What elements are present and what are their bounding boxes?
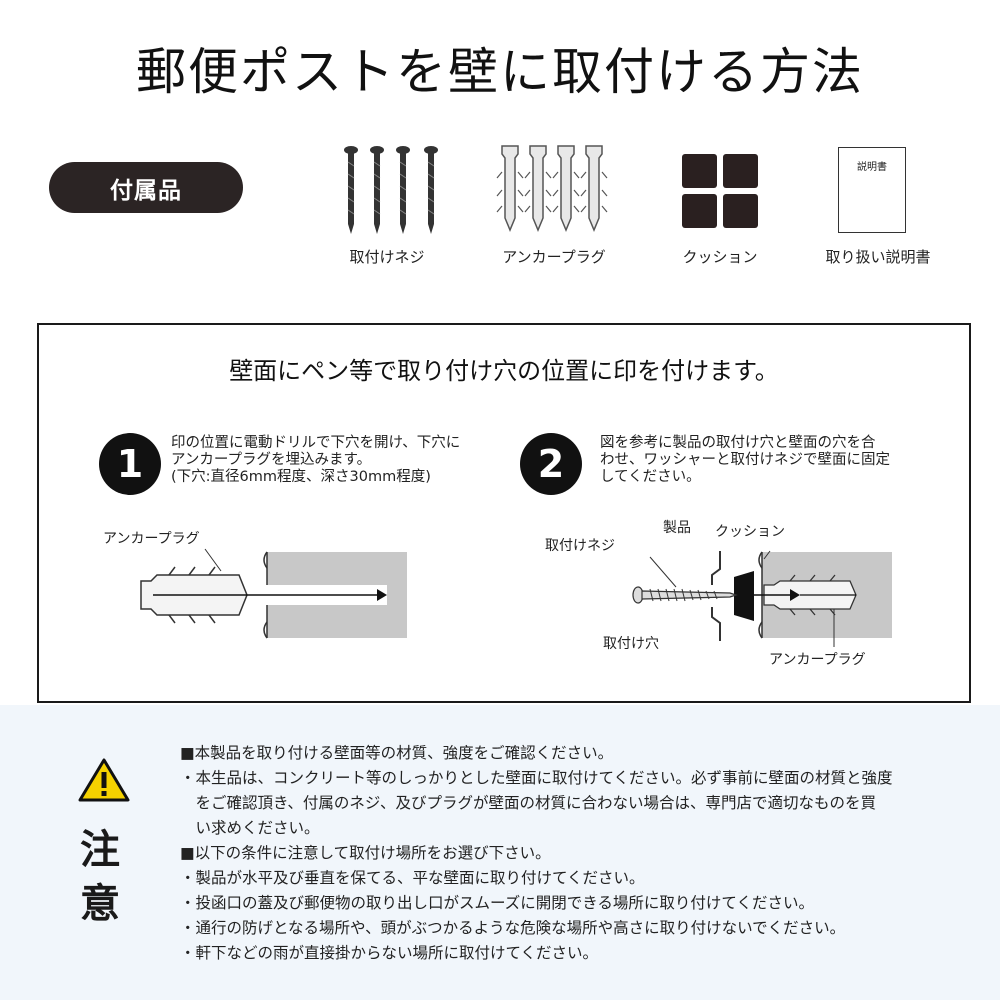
caution-line: い求めください。: [180, 819, 320, 837]
diagram2-screw: [632, 586, 738, 604]
step-1-line: アンカープラグを埋込みます。: [171, 452, 372, 468]
step-1-number: 1: [99, 433, 161, 495]
diagram2-leader-line: [763, 550, 771, 560]
step-1-text: 印の位置に電動ドリルで下穴を開け、下穴に アンカープラグを埋込みます。 (下穴:…: [171, 435, 491, 486]
instruction-heading: 壁面にペン等で取り付け穴の位置に印を付けます。: [229, 357, 779, 385]
warning-icon: [78, 758, 130, 802]
arrow-head-icon: [790, 589, 800, 601]
caution-line: ・本生品は、コンクリート等のしっかりとした壁面に取付けてください。必ず事前に壁面…: [180, 769, 893, 787]
diagram2-product-label: 製品: [663, 520, 691, 536]
diagram2-anchor-label: アンカープラグ: [769, 652, 866, 668]
diagram2-hole-label: 取付け穴: [603, 636, 659, 652]
caution-line: ・投函口の蓋及び郵便物の取り出し口がスムーズに開閉できる場所に取り付けてください…: [180, 894, 814, 912]
caution-line: ・通行の防げとなる場所や、頭がぶつかるような危険な場所や高さに取り付けないでくだ…: [180, 919, 846, 937]
accessories-heading: 付属品: [49, 162, 243, 213]
diagram2-screw-label: 取付けネジ: [545, 538, 615, 554]
diagram2-cushion: [734, 571, 754, 621]
caution-char-1: 注: [80, 827, 120, 873]
diagram2-cushion-label: クッション: [715, 524, 785, 540]
diagram2-leader-line: [649, 556, 677, 588]
arrow-head-icon: [377, 589, 387, 601]
cushions-icon: [682, 154, 758, 228]
caution-line: ・製品が水平及び垂直を保てる、平な壁面に取り付けてください。: [180, 869, 645, 887]
step-2-line: わせ、ワッシャーと取付けネジで壁面に固定: [600, 452, 890, 468]
diagram1-leader-line: [204, 548, 222, 572]
step-2-line: してください。: [600, 469, 701, 485]
step-1-line: 印の位置に電動ドリルで下穴を開け、下穴に: [171, 435, 461, 451]
step-2-number: 2: [520, 433, 582, 495]
screws-icon: [344, 146, 438, 234]
caution-line: ■本製品を取り付ける壁面等の材質、強度をご確認ください。: [180, 744, 614, 762]
diagram1-illustration: [140, 548, 407, 639]
accessory-label-screw: 取付けネジ: [349, 248, 425, 266]
anchor-plugs-icon: [496, 145, 608, 232]
manual-icon: 説明書: [838, 147, 906, 233]
accessory-label-manual: 取り扱い説明書: [825, 248, 931, 266]
accessory-label-anchor: アンカープラグ: [502, 248, 606, 266]
diagram1-anchor-label: アンカープラグ: [103, 531, 200, 547]
page-title: 郵便ポストを壁に取付ける方法: [136, 43, 864, 101]
caution-line: ・軒下などの雨が直接掛からない場所に取付けてください。: [180, 944, 599, 962]
step-2-text: 図を参考に製品の取付け穴と壁面の穴を合 わせ、ワッシャーと取付けネジで壁面に固定…: [600, 435, 920, 486]
step-2-line: 図を参考に製品の取付け穴と壁面の穴を合: [600, 435, 876, 451]
caution-char-2: 意: [80, 881, 120, 927]
caution-section: 注 意 ■本製品を取り付ける壁面等の材質、強度をご確認ください。 ・本生品は、コ…: [0, 705, 1000, 1000]
step-1-line: (下穴:直径6mm程度、深さ30mm程度): [171, 469, 431, 485]
diagram2-illustration: [632, 550, 892, 647]
diagram2-product-panel: [711, 551, 721, 641]
caution-line: をご確認頂き、付属のネジ、及びプラグが壁面の材質に合わない場合は、専門店で適切な…: [180, 794, 876, 812]
accessory-label-cushion: クッション: [682, 248, 758, 266]
instruction-box: 壁面にペン等で取り付け穴の位置に印を付けます。 1 印の位置に電動ドリルで下穴を…: [37, 323, 971, 703]
manual-cover-text: 説明書: [857, 162, 887, 173]
caution-line: ■以下の条件に注意して取付け場所をお選び下さい。: [180, 844, 551, 862]
